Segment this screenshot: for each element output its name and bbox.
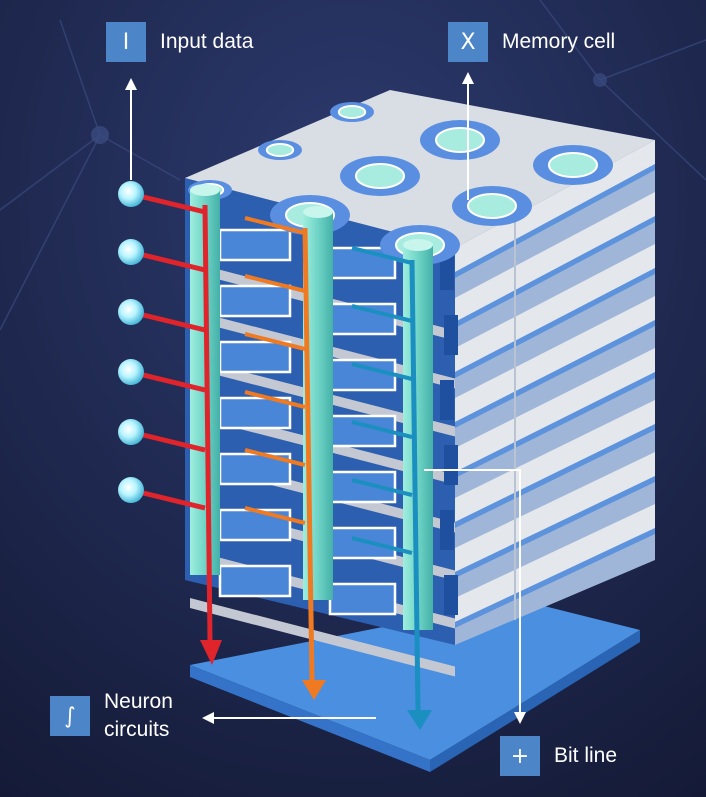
right-layer-blue	[455, 216, 655, 328]
right-layer-blue	[455, 320, 655, 428]
right-layer-blue	[455, 476, 655, 578]
right-layer-light	[455, 244, 655, 372]
memory-cell	[218, 228, 292, 262]
right-layer-light	[455, 348, 655, 472]
memory-cell	[328, 358, 397, 392]
memory-cell-core	[435, 127, 485, 153]
pillar-cap	[403, 239, 433, 251]
bitline-arrow	[424, 469, 521, 712]
legend-input: I Input data	[106, 22, 253, 62]
pillar-cap	[190, 184, 220, 196]
layer-separator	[190, 598, 455, 677]
red-arrowhead	[200, 640, 222, 665]
plus-icon: +	[500, 736, 540, 776]
memory-cell	[328, 526, 397, 560]
memory-cell-core	[467, 193, 517, 219]
input-node	[118, 239, 144, 265]
neuron-label-line2: circuits	[104, 718, 170, 741]
memory-cell	[218, 564, 292, 598]
block-top-face	[185, 90, 655, 248]
input-node	[118, 419, 144, 445]
right-layer-blue	[455, 164, 655, 278]
blue-branch	[351, 362, 413, 381]
memory-cell-label: Memory cell	[502, 30, 616, 53]
memory-cell-core	[355, 163, 405, 189]
memory-cell-core	[265, 143, 295, 157]
input-node	[118, 181, 144, 207]
block-right-side	[455, 140, 655, 645]
right-layer-light	[455, 296, 655, 422]
orange-branch	[244, 332, 306, 351]
orange-branch	[244, 506, 306, 525]
input-node	[118, 477, 144, 503]
neuron-label-line1: Neuron	[104, 690, 173, 713]
memory-cell	[218, 508, 292, 542]
cell-connector	[440, 380, 454, 420]
input-node	[118, 299, 144, 325]
neuron-circuits-label: Neuron circuits	[104, 688, 173, 744]
memory-cell	[328, 582, 397, 616]
cell-connector	[444, 445, 458, 485]
right-layer-light	[455, 192, 655, 322]
input-nodes	[118, 181, 144, 503]
orange-bit-line	[302, 227, 315, 681]
blue-branch	[351, 304, 413, 323]
memory-cell-core	[337, 105, 367, 119]
blue-branch	[351, 246, 413, 265]
red-bit-line	[202, 204, 213, 641]
base-plate-edge	[430, 630, 640, 772]
memory-cell	[218, 284, 292, 318]
cell-connector	[444, 315, 458, 355]
pointer-arrows	[130, 78, 521, 719]
x-icon: X	[448, 22, 488, 62]
memory-cell	[218, 340, 292, 374]
bit-line-label: Bit line	[554, 744, 618, 767]
right-layer-light	[455, 504, 655, 622]
orange-branch	[244, 216, 306, 235]
blue-arrowhead	[407, 710, 432, 730]
right-layer-blue	[455, 372, 655, 478]
pillar-cap	[303, 206, 333, 218]
blue-bit-line	[409, 259, 421, 711]
memory-cell-core	[548, 152, 598, 178]
base-plate	[190, 600, 640, 760]
memory-cell	[328, 302, 397, 336]
orange-branch	[244, 390, 306, 409]
legend-neuron: ∫ Neuron circuits	[50, 688, 173, 744]
background-node	[91, 126, 109, 144]
integral-icon: ∫	[50, 696, 90, 736]
i-icon: I	[106, 22, 146, 62]
orange-branch	[244, 274, 306, 293]
orange-arrowhead	[302, 680, 326, 700]
input-node	[118, 359, 144, 385]
legend-memory: X Memory cell	[448, 22, 615, 62]
blue-branch	[351, 536, 413, 555]
right-layer-blue	[455, 424, 655, 528]
pointer-arrowheads	[125, 72, 526, 724]
cell-connector	[444, 575, 458, 615]
blue-branch	[351, 420, 413, 439]
background-node	[593, 73, 607, 87]
right-layer-light	[455, 400, 655, 522]
blue-branch	[351, 478, 413, 497]
legend-bitline: + Bit line	[500, 736, 617, 776]
right-layer-light	[455, 452, 655, 572]
cell-connector	[440, 510, 454, 550]
input-data-label: Input data	[160, 30, 254, 53]
right-layer-blue	[455, 268, 655, 378]
right-layer-blue	[455, 528, 655, 628]
orange-branch	[244, 448, 306, 467]
